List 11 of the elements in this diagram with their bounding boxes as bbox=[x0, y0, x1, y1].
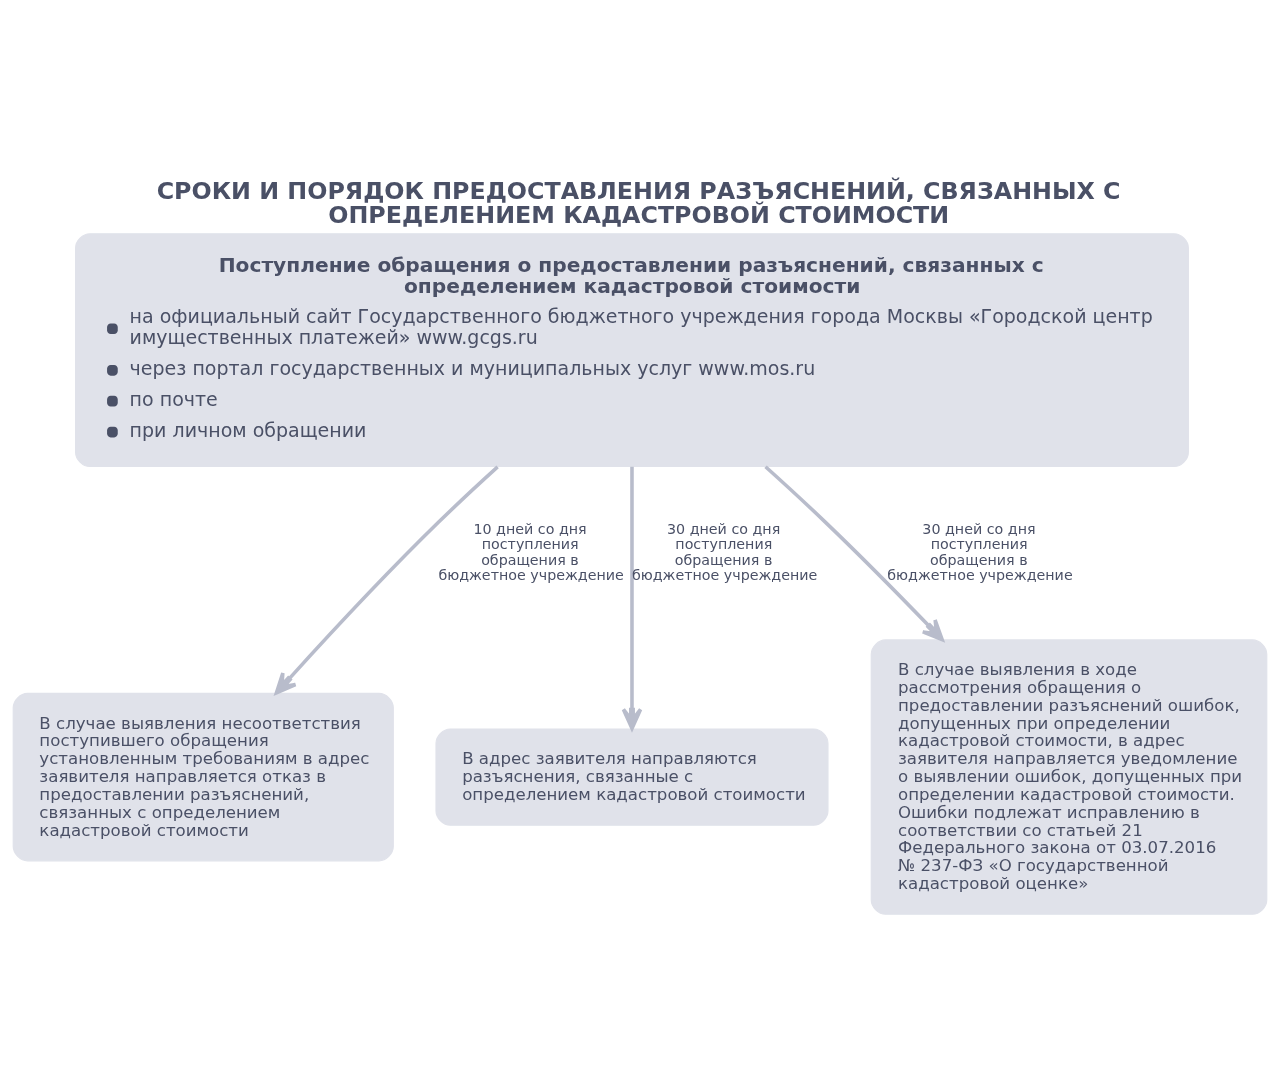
diagram-title: СРОКИ И ПОРЯДОК ПРЕДОСТАВЛЕНИЯ РАЗЪЯСНЕНИЙ, СВЯЗАННЫХ С ОПРЕДЕЛЕНИЕМ КАДАСТРОВОЙ СТОИМОСТИ bbox=[156, 177, 1121, 230]
node-box: В случае выявления в ходе рассмотрения обращения о предоставлении разъяснений ошибок, допущенных при определении кадастровой стоимости, в адрес заявителя направляется уведомление о выявлении ошибок, допущенных при определении кадастровой стоимости. Ошибки подлежат исправлению в соответствии со статьей 21 Федерального закона от 03.07.2016 № 237-ФЗ «О государственной кадастровой оценке» bbox=[870, 639, 1268, 915]
arrow bbox=[274, 465, 499, 695]
node-box: В случае выявления несоответствия поступившего обращения установленным требованиям в адрес заявителя направляется отказ в предоставлении разъяснений, связанных с определением кадастровой стоимости bbox=[12, 692, 394, 862]
arrow bbox=[764, 465, 944, 642]
arrow bbox=[621, 466, 643, 731]
edge-label: 10 дней со дня поступления обращения в бюджетное учреждение bbox=[438, 520, 624, 584]
node-box: Поступление обращения о предоставлении разъяснений, связанных с определением кадастровой стоимости на официальный сайт Государственного бюджетного учреждения города Москвы «Городской центр имущественных платежей» www.gcgs.ru через портал государственных и муниципальных услуг www.mos.ru по почте при личном обращении bbox=[75, 233, 1189, 468]
node-box: В адрес заявителя направляются разъяснения, связанные с определением кадастровой стоимости bbox=[435, 728, 829, 826]
edge-label: 30 дней со дня поступления обращения в бюджетное учреждение bbox=[631, 520, 818, 584]
edge-label: 30 дней со дня поступления обращения в бюджетное учреждение bbox=[887, 520, 1073, 584]
